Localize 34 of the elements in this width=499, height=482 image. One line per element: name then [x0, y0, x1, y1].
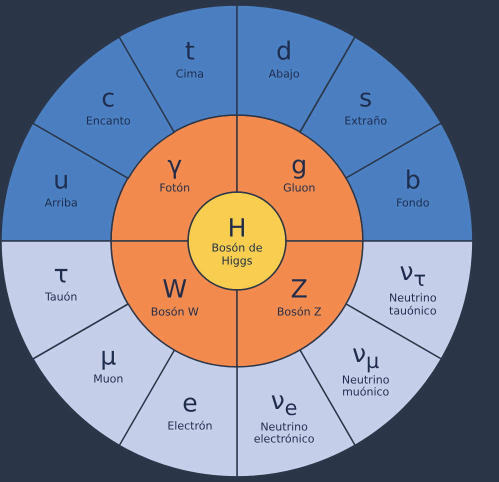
- particle-symbol: Z: [290, 276, 308, 305]
- particle-name: Bosón de Higgs: [210, 242, 264, 268]
- particle-symbol: ν$_{μ}$: [352, 340, 380, 374]
- particle-symbol: b: [404, 166, 421, 196]
- particle-name: Fotón: [158, 182, 192, 196]
- particle-name: Neutrino tauónico: [388, 292, 438, 318]
- particle-name: Fondo: [395, 198, 430, 210]
- particle-symbol: W: [162, 276, 188, 305]
- particle-symbol: d: [276, 38, 292, 67]
- particle-name: Electrón: [166, 420, 214, 434]
- particle-symbol: g: [291, 151, 308, 180]
- particle-symbol: μ: [100, 342, 116, 372]
- particle-symbol: u: [53, 166, 70, 196]
- particle-symbol: s: [359, 84, 372, 114]
- particle-symbol: e: [182, 389, 198, 418]
- particle-symbol: ν$_{e}$: [270, 386, 298, 421]
- particle-name: Abajo: [268, 68, 301, 82]
- particle-name: Gluon: [282, 182, 316, 196]
- particle-name: Encanto: [84, 116, 132, 129]
- particle-symbol: τ: [54, 260, 69, 290]
- particle-name: Extraño: [343, 116, 388, 129]
- particle-name: Muon: [92, 373, 124, 386]
- particle-symbol: c: [101, 84, 116, 114]
- particle-name: Bosón Z: [276, 306, 323, 320]
- particle-name: Bosón W: [150, 306, 200, 320]
- particle-name: Neutrino electrónico: [252, 421, 316, 446]
- particle-name: Arriba: [44, 198, 79, 210]
- particle-name: Tauón: [44, 292, 78, 304]
- particle-symbol: ν$_{τ}$: [400, 258, 426, 292]
- particle-name: Cima: [174, 68, 205, 82]
- particle-symbol: t: [184, 38, 195, 67]
- particle-symbol: H: [228, 214, 246, 243]
- particle-name: Neutrino muónico: [340, 374, 390, 400]
- particle-symbol: γ: [167, 151, 182, 180]
